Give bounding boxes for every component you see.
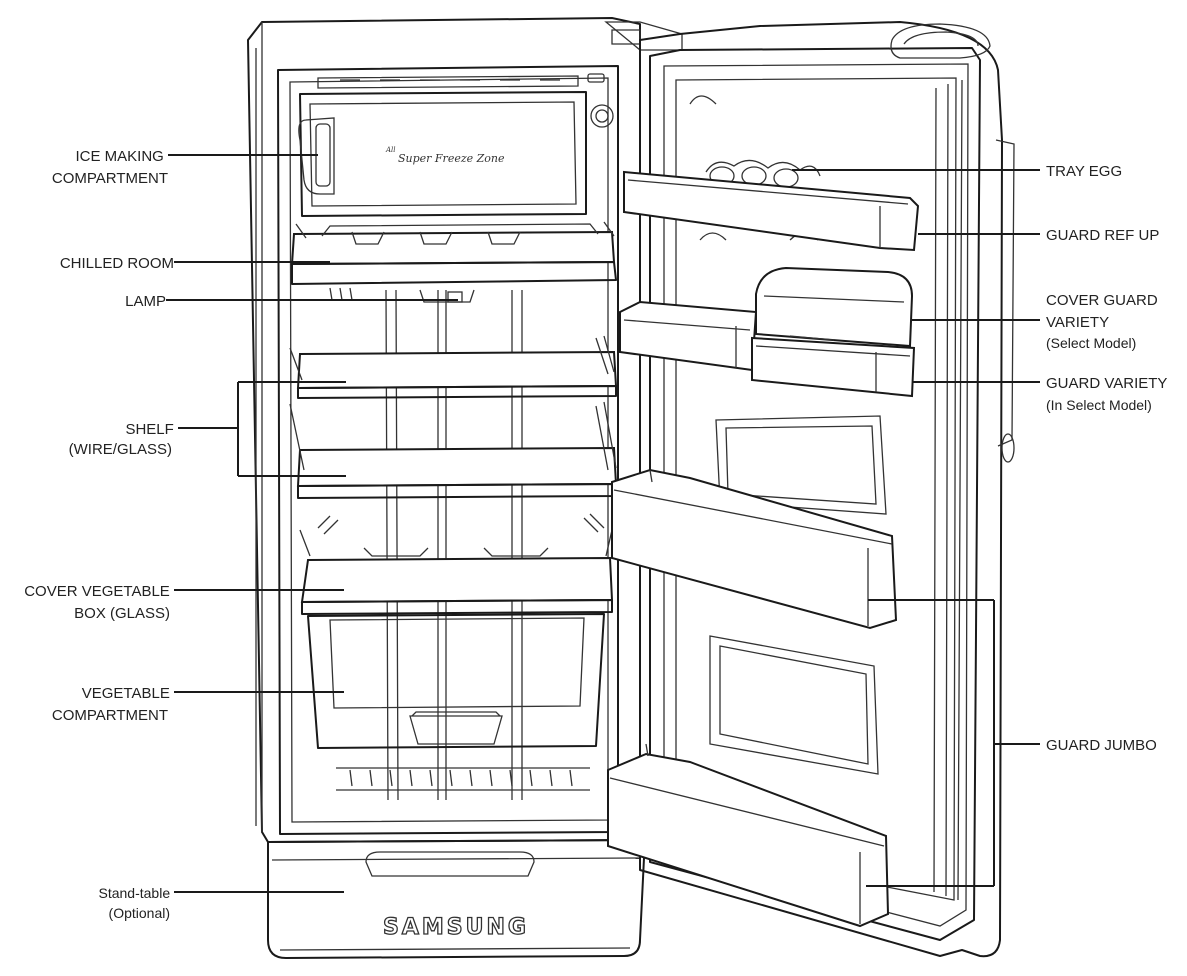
label-lamp: LAMP (125, 293, 166, 310)
guard-jumbo-lower (607, 743, 890, 928)
shelf-upper (289, 335, 618, 399)
label-guard-jumbo: GUARD JUMBO (1046, 737, 1157, 754)
guard-variety-right (751, 336, 916, 398)
label-shelf: SHELF (WIRE/GLASS) (69, 421, 178, 458)
chilled-room (290, 221, 617, 285)
label-ice-making: ICE MAKING COMPARTMENT (52, 148, 168, 187)
label-cover-vegetable: COVER VEGETABLE BOX (GLASS) (24, 583, 174, 622)
freezer-badge: Super Freeze Zone (398, 152, 505, 165)
shelf-lower (289, 401, 618, 499)
labels-right: TRAY EGG GUARD REF UP COVER GUARD VARIET… (1046, 163, 1171, 754)
label-guard-variety: GUARD VARIETY (In Select Model) (1046, 375, 1171, 413)
label-guard-ref-up: GUARD REF UP (1046, 227, 1159, 244)
ice-making-compartment: All Super Freeze Zone (298, 91, 614, 217)
guard-jumbo-upper (611, 468, 898, 630)
leader-lines (166, 154, 1040, 893)
lamp (329, 287, 475, 303)
stand-table: SAMSUNG (267, 839, 645, 959)
label-vegetable: VEGETABLE COMPARTMENT (52, 685, 174, 724)
label-cover-guard-variety: COVER GUARD VARIETY (Select Model) (1046, 292, 1162, 351)
brand-logo: SAMSUNG (383, 915, 529, 940)
guard-ref-up (623, 170, 920, 252)
vegetable-compartment (307, 613, 605, 791)
refrigerator-cabinet (247, 17, 683, 843)
cover-guard-variety (755, 266, 914, 348)
label-stand-table: Stand-table (Optional) (99, 885, 175, 921)
cover-vegetable-box (299, 513, 614, 615)
freezer-badge-small: All (385, 146, 396, 154)
label-tray-egg: TRAY EGG (1046, 163, 1122, 180)
labels-left: ICE MAKING COMPARTMENT CHILLED ROOM LAMP… (24, 148, 178, 921)
label-chilled-room: CHILLED ROOM (60, 255, 174, 272)
